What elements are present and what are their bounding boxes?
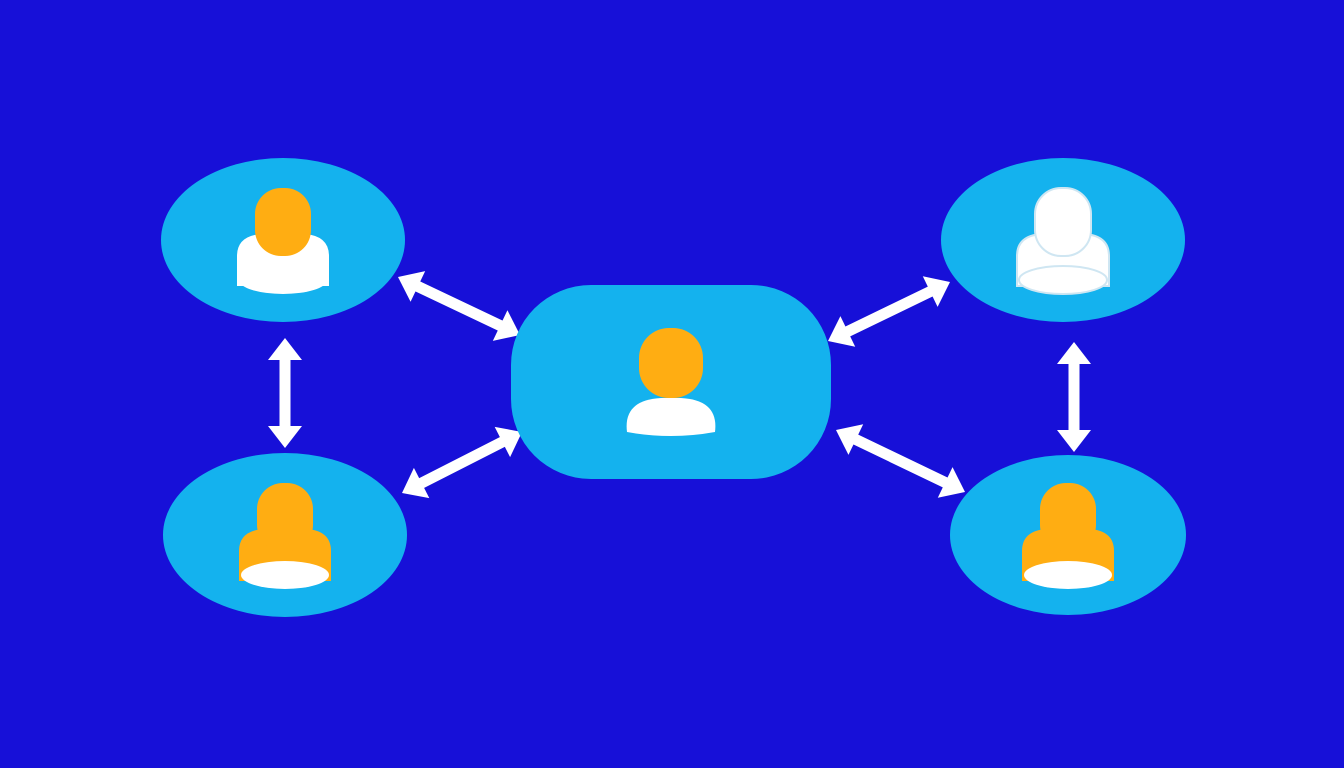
person-head [255, 188, 311, 256]
node-bottom-right [950, 455, 1186, 615]
person-icon [1022, 483, 1114, 589]
node-top-right [941, 158, 1185, 322]
arrowhead [1057, 342, 1091, 364]
connection-arrows [268, 271, 1091, 499]
arrowhead [494, 426, 522, 458]
node-top-left [161, 158, 405, 322]
person-base [239, 266, 327, 294]
person-icon [239, 483, 331, 589]
person-body [626, 398, 716, 436]
person-icon [1016, 187, 1110, 295]
arrow-shaft [846, 432, 955, 490]
node-hub [511, 285, 831, 479]
person-head [1040, 483, 1096, 551]
arrow-shaft [838, 284, 940, 339]
arrowhead [836, 424, 864, 455]
arrow-top-right-to-bottom-right [1057, 342, 1091, 452]
person-base [241, 561, 329, 589]
arrow-top-left-to-hub [398, 271, 520, 341]
arrowhead [922, 276, 950, 307]
person-head [1034, 187, 1092, 257]
arrow-top-left-to-bottom-left [268, 338, 302, 448]
arrowhead [1057, 430, 1091, 452]
diagram-nodes [161, 158, 1186, 617]
node-bottom-left [163, 453, 407, 617]
person-head [639, 328, 703, 398]
arrow-shaft [408, 279, 510, 333]
arrowhead [492, 310, 520, 341]
arrowhead [828, 316, 856, 347]
arrowhead [268, 426, 302, 448]
arrowhead [402, 467, 430, 499]
arrow-bottom-left-to-hub [402, 426, 522, 499]
arrow-bottom-right-to-hub [836, 424, 965, 498]
person-base [1018, 265, 1108, 295]
person-head [257, 483, 313, 551]
person-base [1024, 561, 1112, 589]
arrow-top-right-to-hub [828, 276, 950, 347]
person-icon [237, 188, 329, 294]
person-icon [626, 328, 716, 436]
arrowhead [937, 467, 965, 498]
arrow-shaft [412, 434, 512, 491]
arrowhead [398, 271, 426, 302]
arrowhead [268, 338, 302, 360]
